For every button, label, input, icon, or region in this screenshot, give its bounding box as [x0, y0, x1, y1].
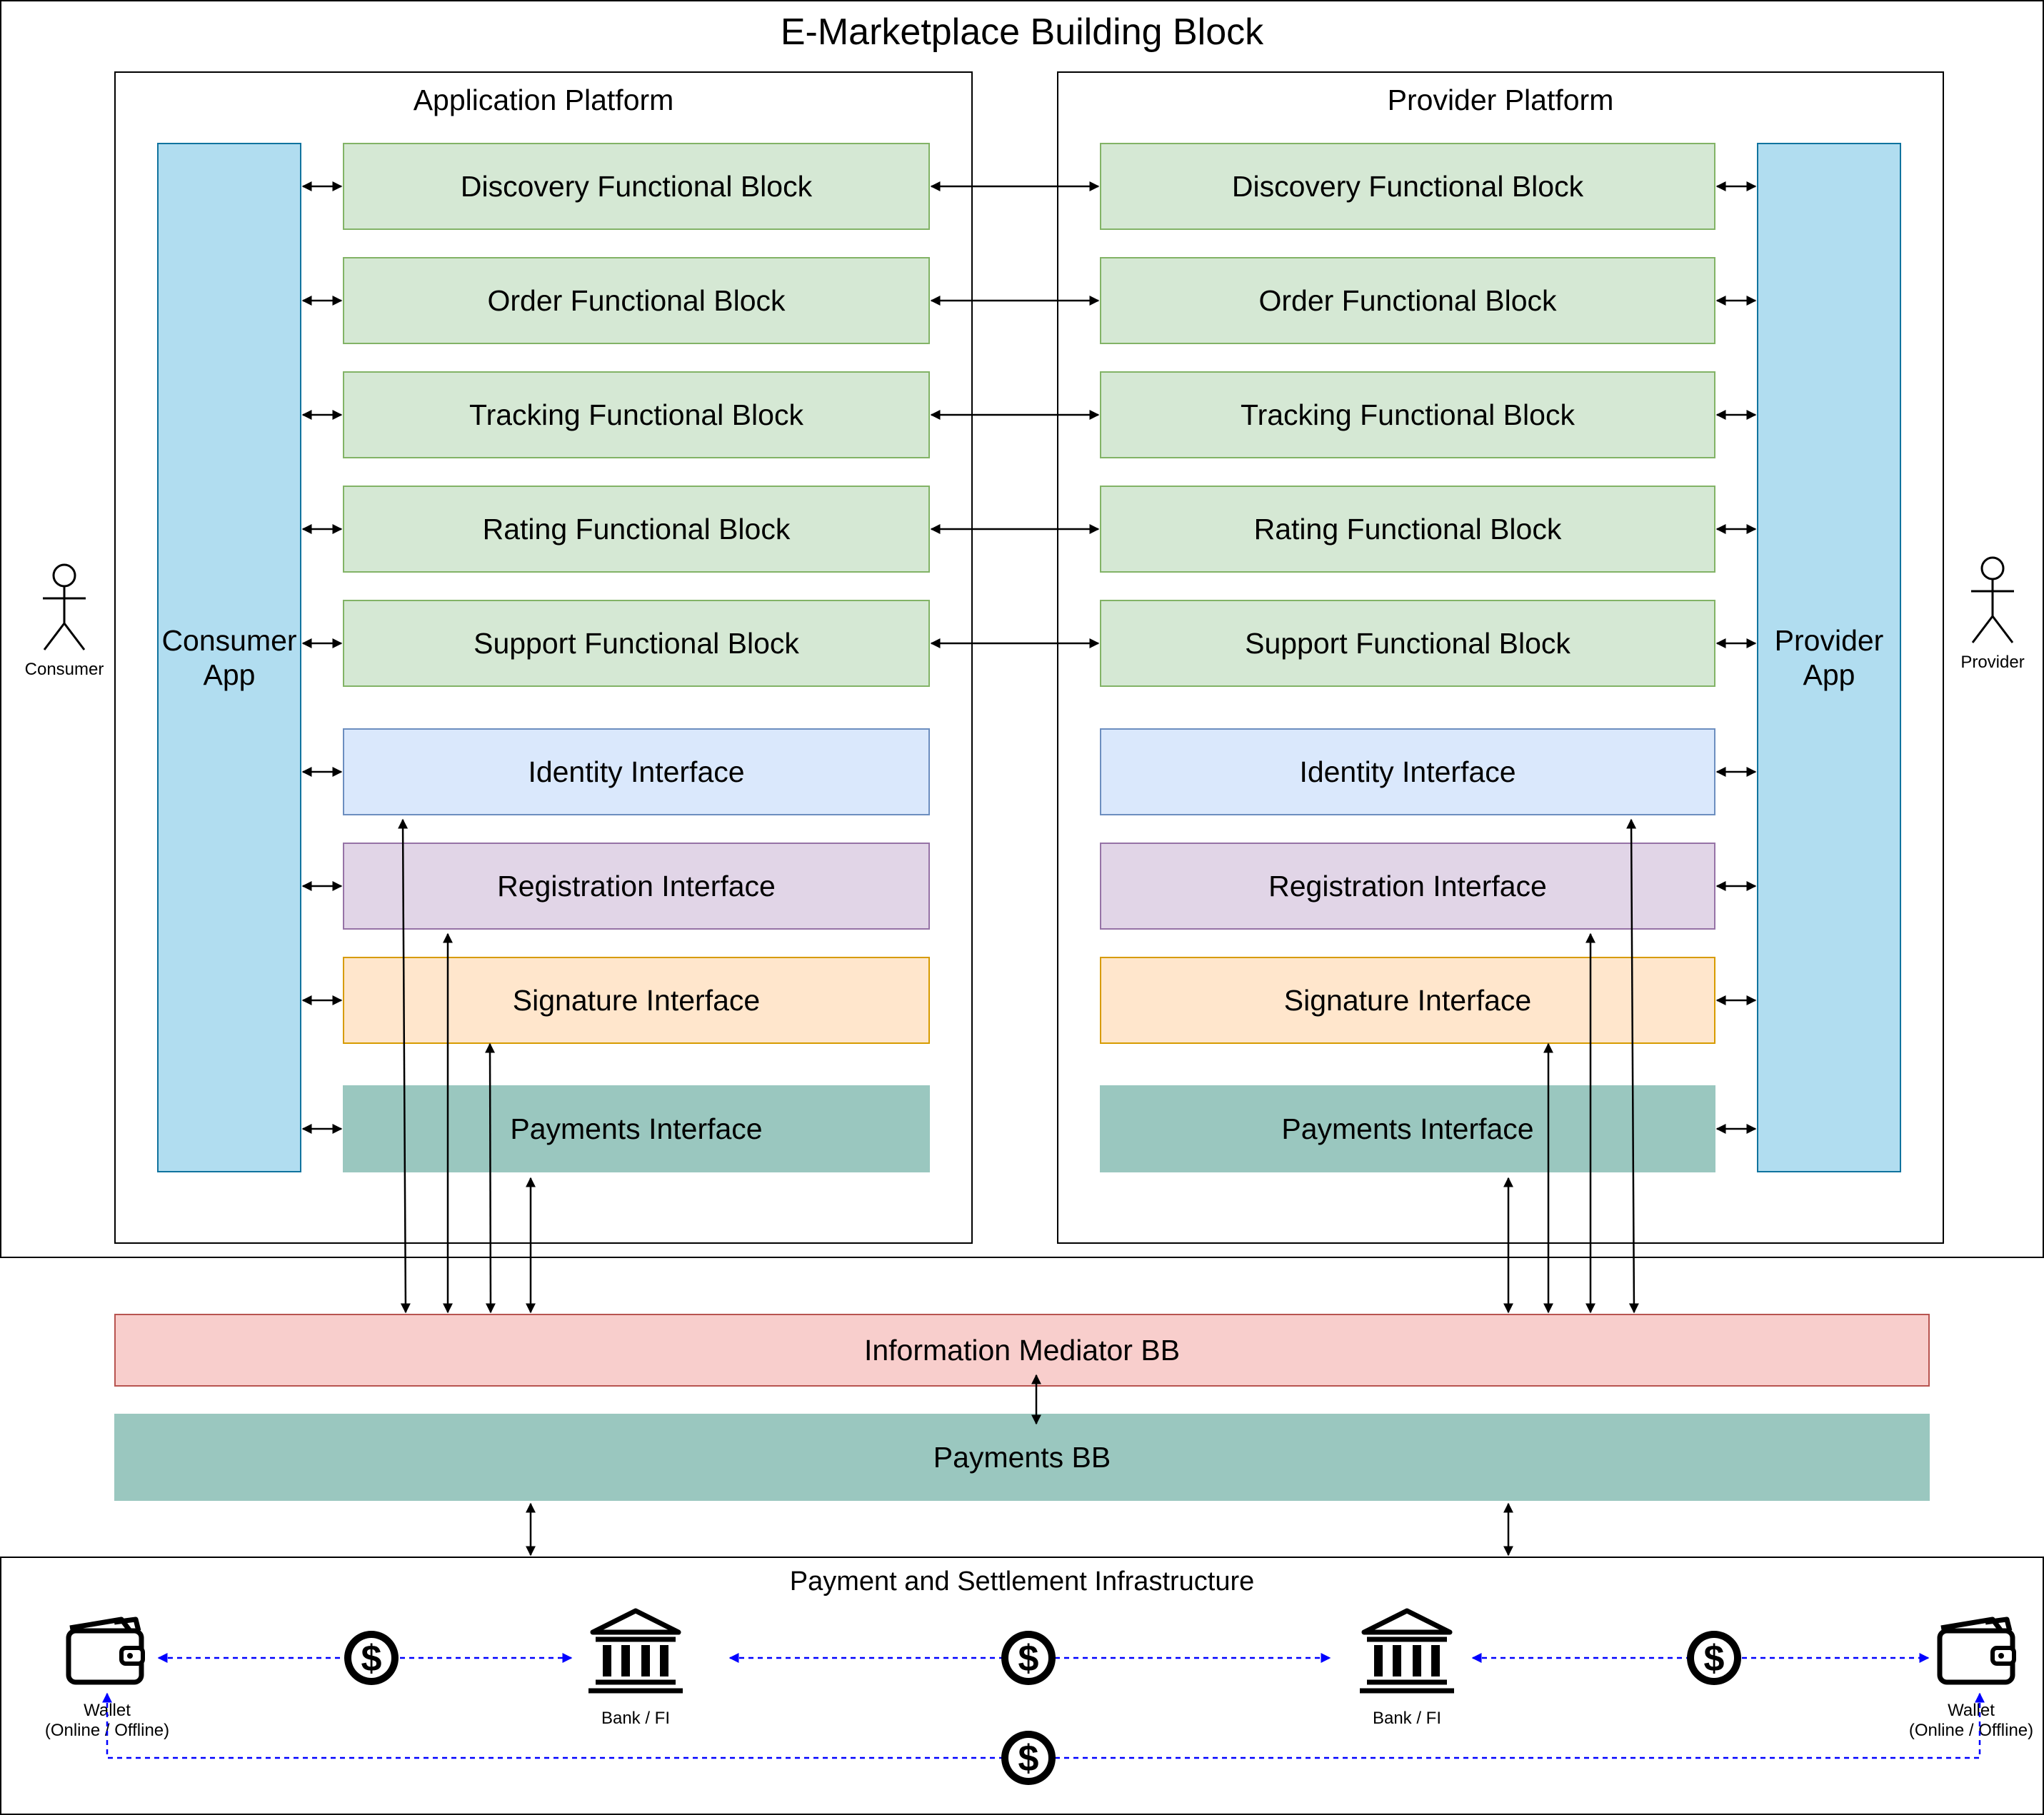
provider-identity-interface[interactable]: Identity Interface — [1100, 728, 1715, 815]
wallet-left-label-line1: Wallet — [84, 1701, 131, 1720]
consumer-app[interactable]: Consumer App — [157, 143, 301, 1172]
application-platform-title: Application Platform — [413, 83, 674, 116]
payments-bb[interactable]: Payments BB — [114, 1414, 1930, 1501]
person-icon — [43, 563, 86, 650]
app-payments-interface[interactable]: Payments Interface — [343, 1085, 930, 1172]
app-tracking-functional-block[interactable]: Tracking Functional Block — [343, 371, 930, 458]
app-discovery-functional-block[interactable]: Discovery Functional Block — [343, 143, 930, 230]
provider-rating-functional-block[interactable]: Rating Functional Block — [1100, 486, 1715, 573]
app-registration-interface[interactable]: Registration Interface — [343, 843, 930, 930]
provider-label: Provider — [1960, 653, 2025, 672]
wallet-icon — [1937, 1617, 2016, 1685]
provider-discovery-functional-block[interactable]: Discovery Functional Block — [1100, 143, 1715, 230]
wallet-right-label-line1: Wallet — [1948, 1701, 1995, 1720]
app-signature-interface[interactable]: Signature Interface — [343, 957, 930, 1044]
wallet-icon — [66, 1617, 145, 1685]
provider-app[interactable]: Provider App — [1757, 143, 1901, 1172]
provider-platform-title: Provider Platform — [1387, 83, 1614, 116]
consumer-actor — [21, 563, 107, 684]
bank-icon — [588, 1608, 683, 1694]
provider-actor — [1950, 555, 2035, 677]
bank-icon — [1360, 1608, 1454, 1694]
diagram-title: E-Marketplace Building Block — [780, 11, 1264, 53]
consumer-label: Consumer — [24, 660, 104, 679]
information-mediator-bb[interactable]: Information Mediator BB — [114, 1314, 1930, 1387]
wallet-right[interactable] — [1935, 1615, 2021, 1686]
provider-registration-interface[interactable]: Registration Interface — [1100, 843, 1715, 930]
wallet-left-label-line2: (Online / Offline) — [44, 1721, 170, 1740]
app-rating-functional-block[interactable]: Rating Functional Block — [343, 486, 930, 573]
wallet-right-label-line2: (Online / Offline) — [1908, 1721, 2034, 1740]
provider-tracking-functional-block[interactable]: Tracking Functional Block — [1100, 371, 1715, 458]
provider-signature-interface[interactable]: Signature Interface — [1100, 957, 1715, 1044]
app-identity-interface[interactable]: Identity Interface — [343, 728, 930, 815]
bank-right-label: Bank / FI — [1372, 1709, 1442, 1728]
provider-support-functional-block[interactable]: Support Functional Block — [1100, 600, 1715, 687]
app-support-functional-block[interactable]: Support Functional Block — [343, 600, 930, 687]
provider-payments-interface[interactable]: Payments Interface — [1100, 1085, 1715, 1172]
wallet-left[interactable] — [64, 1615, 150, 1686]
app-order-functional-block[interactable]: Order Functional Block — [343, 257, 930, 344]
bank-right[interactable] — [1357, 1607, 1457, 1696]
infrastructure-title: Payment and Settlement Infrastructure — [789, 1566, 1255, 1597]
person-icon — [1971, 556, 2014, 643]
provider-order-functional-block[interactable]: Order Functional Block — [1100, 257, 1715, 344]
bank-left[interactable] — [586, 1607, 686, 1696]
bank-left-label: Bank / FI — [601, 1709, 671, 1728]
